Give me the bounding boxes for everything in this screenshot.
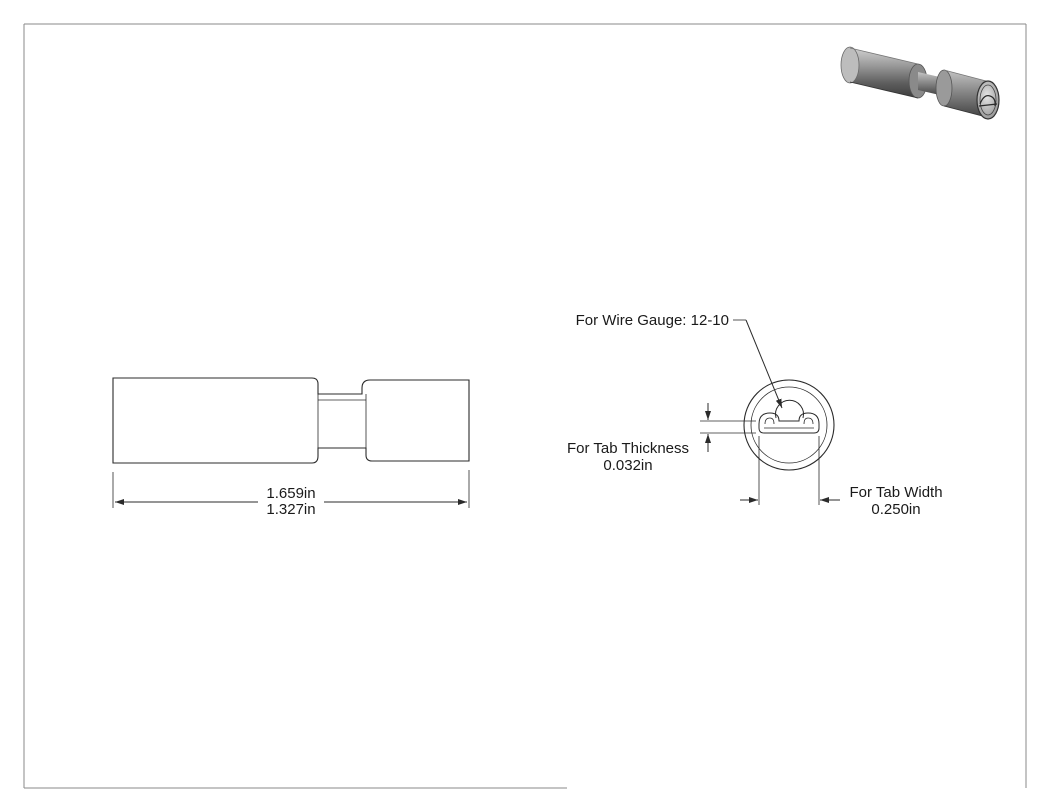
tab-thickness-label: For Tab Thickness [567, 440, 689, 457]
isometric-preview [840, 46, 1000, 120]
overall-dimension-secondary: 1.327in [266, 501, 315, 518]
tab-width-label: For Tab Width [849, 484, 942, 501]
tab-width-value: 0.250in [871, 501, 920, 518]
wire-gauge-label: For Wire Gauge: 12-10 [576, 312, 729, 329]
overall-dimension: 1.659in 1.327in [112, 470, 470, 518]
tab-thickness-value: 0.032in [603, 457, 652, 474]
overall-dimension-primary: 1.659in [266, 485, 315, 502]
wire-gauge-callout: For Wire Gauge: 12-10 [576, 312, 783, 409]
tab-width-dimension: For Tab Width 0.250in [740, 436, 943, 518]
side-view [112, 377, 470, 464]
tab-thickness-dimension: For Tab Thickness 0.032in [567, 403, 756, 474]
drawing-frame [23, 23, 1027, 789]
end-view [743, 379, 835, 471]
